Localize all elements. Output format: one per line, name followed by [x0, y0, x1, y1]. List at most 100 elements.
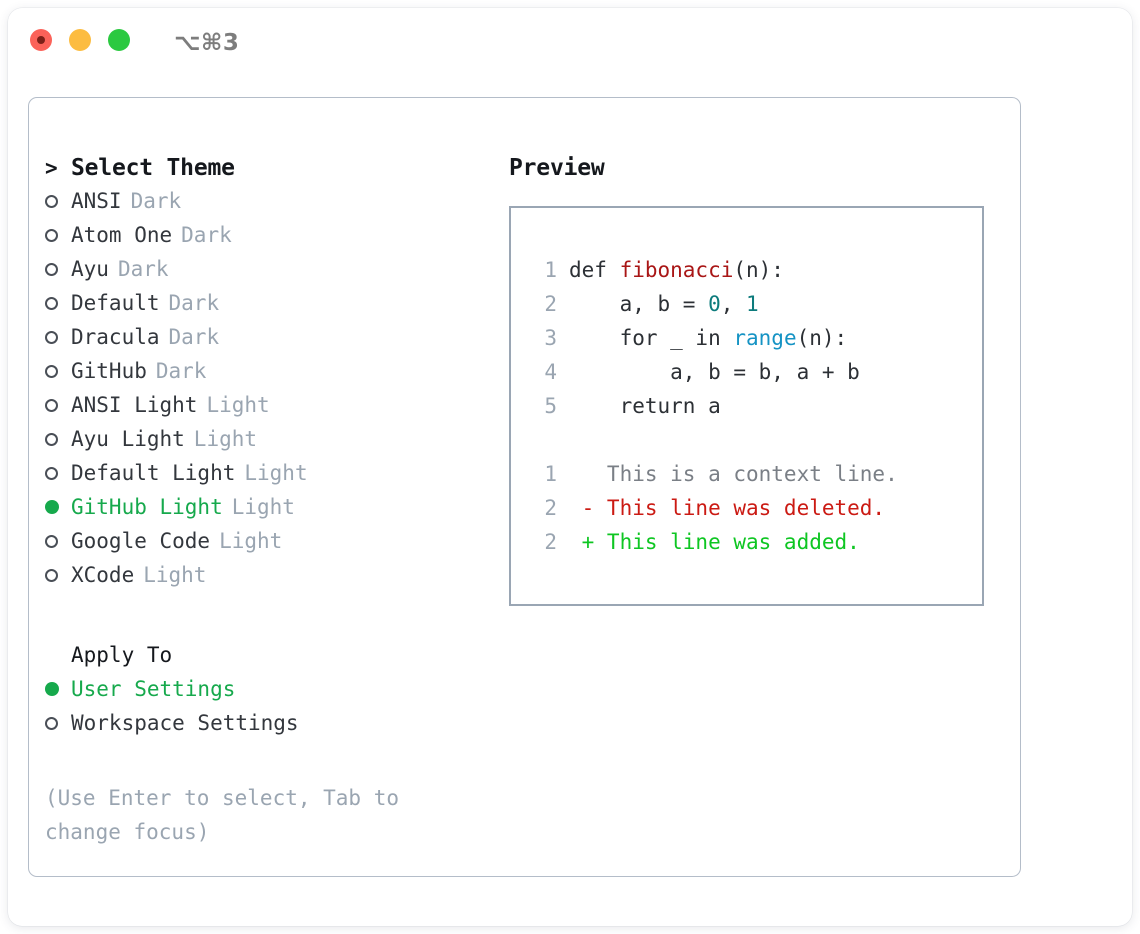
theme-picker-column: > Select Theme ANSI Dark Atom One Dark A… — [45, 155, 485, 849]
keyboard-shortcut-label: ⌥⌘3 — [174, 30, 240, 56]
line-number: 3 — [544, 326, 557, 350]
theme-list-item[interactable]: Dracula Dark — [45, 325, 485, 359]
theme-variant-tag: Light — [231, 495, 295, 519]
main-panel: > Select Theme ANSI Dark Atom One Dark A… — [28, 97, 1021, 877]
theme-variant-tag: Light — [143, 563, 207, 587]
theme-list-item[interactable]: Ayu Dark — [45, 257, 485, 291]
code-token: def — [569, 258, 620, 282]
theme-list-item[interactable]: XCode Light — [45, 563, 485, 597]
line-number: 2 — [544, 530, 557, 554]
code-line: 3 for _ in range (n): — [529, 326, 982, 360]
theme-variant-tag: Dark — [130, 189, 182, 213]
code-line: 5 return a — [529, 394, 982, 428]
keyboard-hint-text: (Use Enter to select, Tab to change focu… — [45, 786, 400, 844]
theme-name: Atom One — [71, 223, 173, 247]
window-controls — [30, 29, 130, 51]
minimize-window-icon[interactable] — [69, 29, 91, 51]
page-title: Select Theme — [71, 155, 235, 181]
radio-unselected-icon[interactable] — [45, 563, 71, 587]
apply-to-label: Apply To — [71, 643, 173, 667]
radio-unselected-icon[interactable] — [45, 189, 71, 213]
theme-list-item[interactable]: ANSI Dark — [45, 189, 485, 223]
theme-variant-tag: Light — [193, 427, 258, 451]
apply-to-item-user-settings[interactable]: User Settings — [45, 677, 485, 711]
theme-name: Ayu Light — [71, 427, 185, 451]
code-token: , — [720, 292, 747, 316]
apply-to-item-label: User Settings — [71, 677, 236, 701]
radio-unselected-icon[interactable] — [45, 291, 71, 315]
prompt-caret-icon: > — [45, 156, 58, 180]
radio-unselected-icon[interactable] — [45, 359, 71, 383]
theme-list-item[interactable]: ANSI Light Light — [45, 393, 485, 427]
theme-variant-tag: Dark — [168, 291, 220, 315]
theme-list-item-selected[interactable]: GitHub Light Light — [45, 495, 485, 529]
theme-list-item[interactable]: Default Light Light — [45, 461, 485, 495]
code-line: 1 def fibonacci (n): — [529, 258, 982, 292]
radio-unselected-icon[interactable] — [45, 711, 71, 735]
theme-variant-tag: Dark — [155, 359, 207, 383]
radio-unselected-icon[interactable] — [45, 257, 71, 281]
theme-name: Google Code — [71, 529, 211, 553]
diff-text: - This line was deleted. — [569, 496, 886, 520]
code-preview-box: 1 def fibonacci (n): 2 a, b = 0 , 1 3 fo… — [509, 206, 984, 606]
code-token-builtin: range — [733, 326, 797, 350]
diff-line-added: 2 + This line was added. — [529, 530, 982, 564]
theme-name: XCode — [71, 563, 135, 587]
code-line: 4 a, b = b, a + b — [529, 360, 982, 394]
theme-name: Dracula — [71, 325, 160, 349]
radio-selected-icon[interactable] — [45, 677, 71, 701]
theme-variant-tag: Dark — [168, 325, 220, 349]
line-number: 1 — [544, 462, 557, 486]
apply-to-header: Apply To — [45, 643, 485, 677]
code-token: for _ in — [569, 326, 734, 350]
radio-unselected-icon[interactable] — [45, 529, 71, 553]
theme-name: Default Light — [71, 461, 236, 485]
preview-title: Preview — [509, 155, 605, 181]
close-window-icon[interactable] — [30, 29, 52, 51]
theme-list-item[interactable]: Ayu Light Light — [45, 427, 485, 461]
line-number: 5 — [544, 394, 557, 418]
code-token-function: fibonacci — [619, 258, 734, 282]
section-divider — [45, 597, 485, 643]
code-token-number: 1 — [746, 292, 759, 316]
line-number: 4 — [544, 360, 557, 384]
preview-column: Preview 1 def fibonacci (n): 2 a, b = 0 … — [509, 155, 1009, 606]
diff-text: This is a context line. — [569, 462, 898, 486]
theme-list-item[interactable]: Atom One Dark — [45, 223, 485, 257]
theme-list-item[interactable]: Default Dark — [45, 291, 485, 325]
zoom-window-icon[interactable] — [108, 29, 130, 51]
code-token: (n): — [733, 258, 784, 282]
code-token: a, b = — [569, 292, 709, 316]
theme-variant-tag: Light — [219, 529, 283, 553]
select-theme-header: > Select Theme — [45, 155, 485, 189]
apply-to-item-label: Workspace Settings — [71, 711, 299, 735]
line-number: 2 — [544, 292, 557, 316]
apply-to-item-workspace-settings[interactable]: Workspace Settings — [45, 711, 485, 745]
radio-unselected-icon[interactable] — [45, 393, 71, 417]
code-token: a, b = b, a + b — [569, 360, 860, 384]
theme-list-item[interactable]: GitHub Dark — [45, 359, 485, 393]
diff-line-context: 1 This is a context line. — [529, 462, 982, 496]
radio-unselected-icon[interactable] — [45, 427, 71, 451]
line-number: 1 — [544, 258, 557, 282]
theme-name: GitHub Light — [71, 495, 223, 519]
theme-variant-tag: Dark — [117, 257, 169, 281]
radio-unselected-icon[interactable] — [45, 461, 71, 485]
radio-unselected-icon[interactable] — [45, 325, 71, 349]
code-token-number: 0 — [708, 292, 721, 316]
theme-variant-tag: Light — [206, 393, 270, 417]
code-blank-line — [529, 428, 982, 462]
code-token: (n): — [796, 326, 848, 350]
theme-name: GitHub — [71, 359, 147, 383]
radio-selected-icon[interactable] — [45, 495, 71, 519]
theme-variant-tag: Dark — [181, 223, 232, 247]
diff-line-deleted: 2 - This line was deleted. — [529, 496, 982, 530]
line-number: 2 — [544, 496, 557, 520]
app-window: ⌥⌘3 > Select Theme ANSI Dark Atom One Da… — [8, 8, 1132, 926]
code-line: 2 a, b = 0 , 1 — [529, 292, 982, 326]
theme-list-item[interactable]: Google Code Light — [45, 529, 485, 563]
theme-name: Default — [71, 291, 160, 315]
theme-name: ANSI — [71, 189, 122, 213]
radio-unselected-icon[interactable] — [45, 223, 71, 247]
theme-variant-tag: Light — [244, 461, 308, 485]
